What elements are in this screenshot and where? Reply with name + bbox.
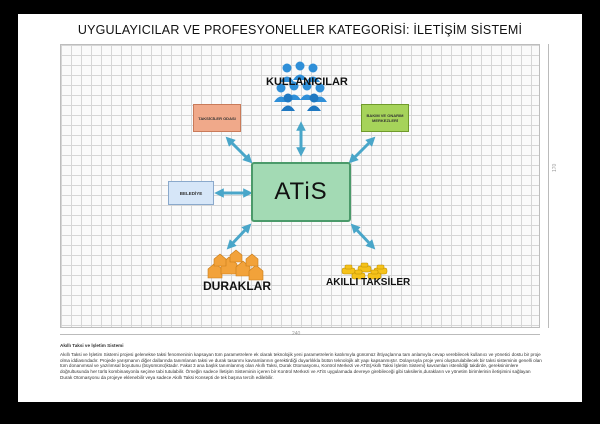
arrow-taxi-office xyxy=(225,136,253,164)
taxi-office-box: TAKSİCİLER ODASI xyxy=(193,104,241,132)
description-block: Akıllı Taksi ve İşletim Sistemi Akıllı T… xyxy=(60,343,542,381)
smart-taxis-label: AKILLI TAKSİLER xyxy=(326,277,411,288)
atis-center-box: ATiS xyxy=(251,162,351,222)
width-dimension-line xyxy=(60,334,540,335)
height-dimension-line xyxy=(548,44,549,328)
width-dimension-label: 240 xyxy=(292,331,301,337)
description-body: Akıllı Taksi ve İşletim Sistemi projesi … xyxy=(60,351,542,380)
users-icon xyxy=(274,61,327,111)
taxis-icon xyxy=(341,262,388,280)
users-label: KULLANICILAR xyxy=(266,76,348,88)
arrow-stops xyxy=(226,223,252,250)
houses-icon xyxy=(207,249,264,281)
arrow-maintenance xyxy=(348,136,376,164)
stops-label: DURAKLAR xyxy=(203,279,271,293)
maintenance-centers-box: BAKIM VE ONARIM MERKEZLERİ xyxy=(361,104,409,132)
arrow-smart-taxis xyxy=(350,223,376,250)
municipality-box: BELEDİYE xyxy=(168,181,214,205)
page-title: UYGULAYICILAR VE PROFESYONELLER KATEGORİ… xyxy=(77,23,523,37)
description-heading: Akıllı Taksi ve İşletim Sistemi xyxy=(60,343,124,348)
